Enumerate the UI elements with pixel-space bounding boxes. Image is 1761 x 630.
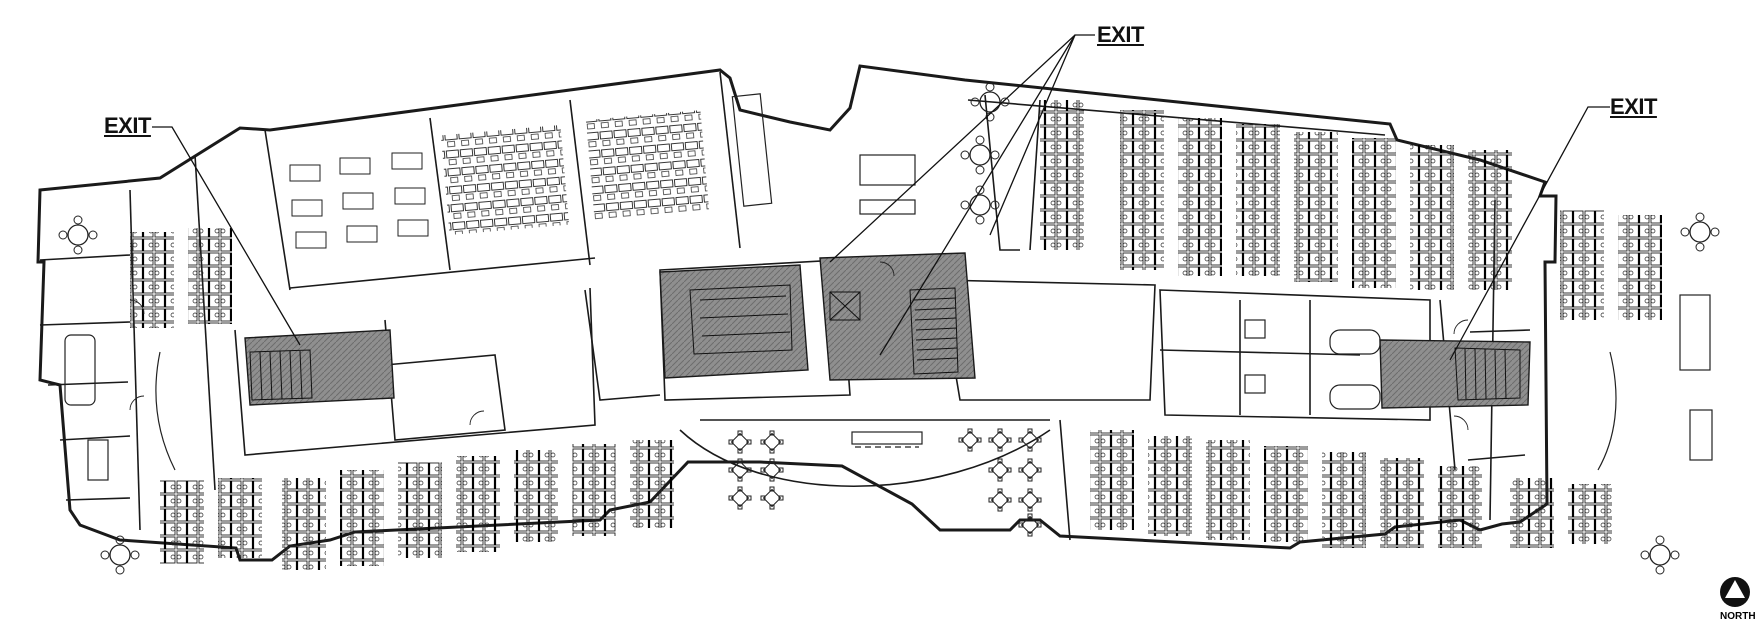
north-label: NORTH: [1720, 611, 1756, 622]
exit-label-left: EXIT: [104, 113, 151, 138]
exit-label-top: EXIT: [1097, 22, 1144, 47]
conference-tables-right: [1244, 294, 1713, 461]
conference-tables-left: [64, 334, 1617, 481]
boardroom-table: [731, 93, 916, 215]
serving-counter: [851, 431, 923, 448]
door-swings: [129, 261, 1469, 431]
cafe-seating: [728, 428, 1042, 537]
core-areas: [244, 252, 1531, 409]
exit-label-right: EXIT: [1610, 94, 1657, 119]
workstation-clusters: [130, 100, 1662, 570]
stairs: [249, 284, 1521, 401]
exit-leaders: [152, 34, 1610, 361]
north-arrow-icon: [1720, 577, 1750, 607]
classroom-seating: [440, 110, 710, 236]
interior-walls: [39, 71, 1531, 541]
training-tables: [289, 152, 429, 249]
